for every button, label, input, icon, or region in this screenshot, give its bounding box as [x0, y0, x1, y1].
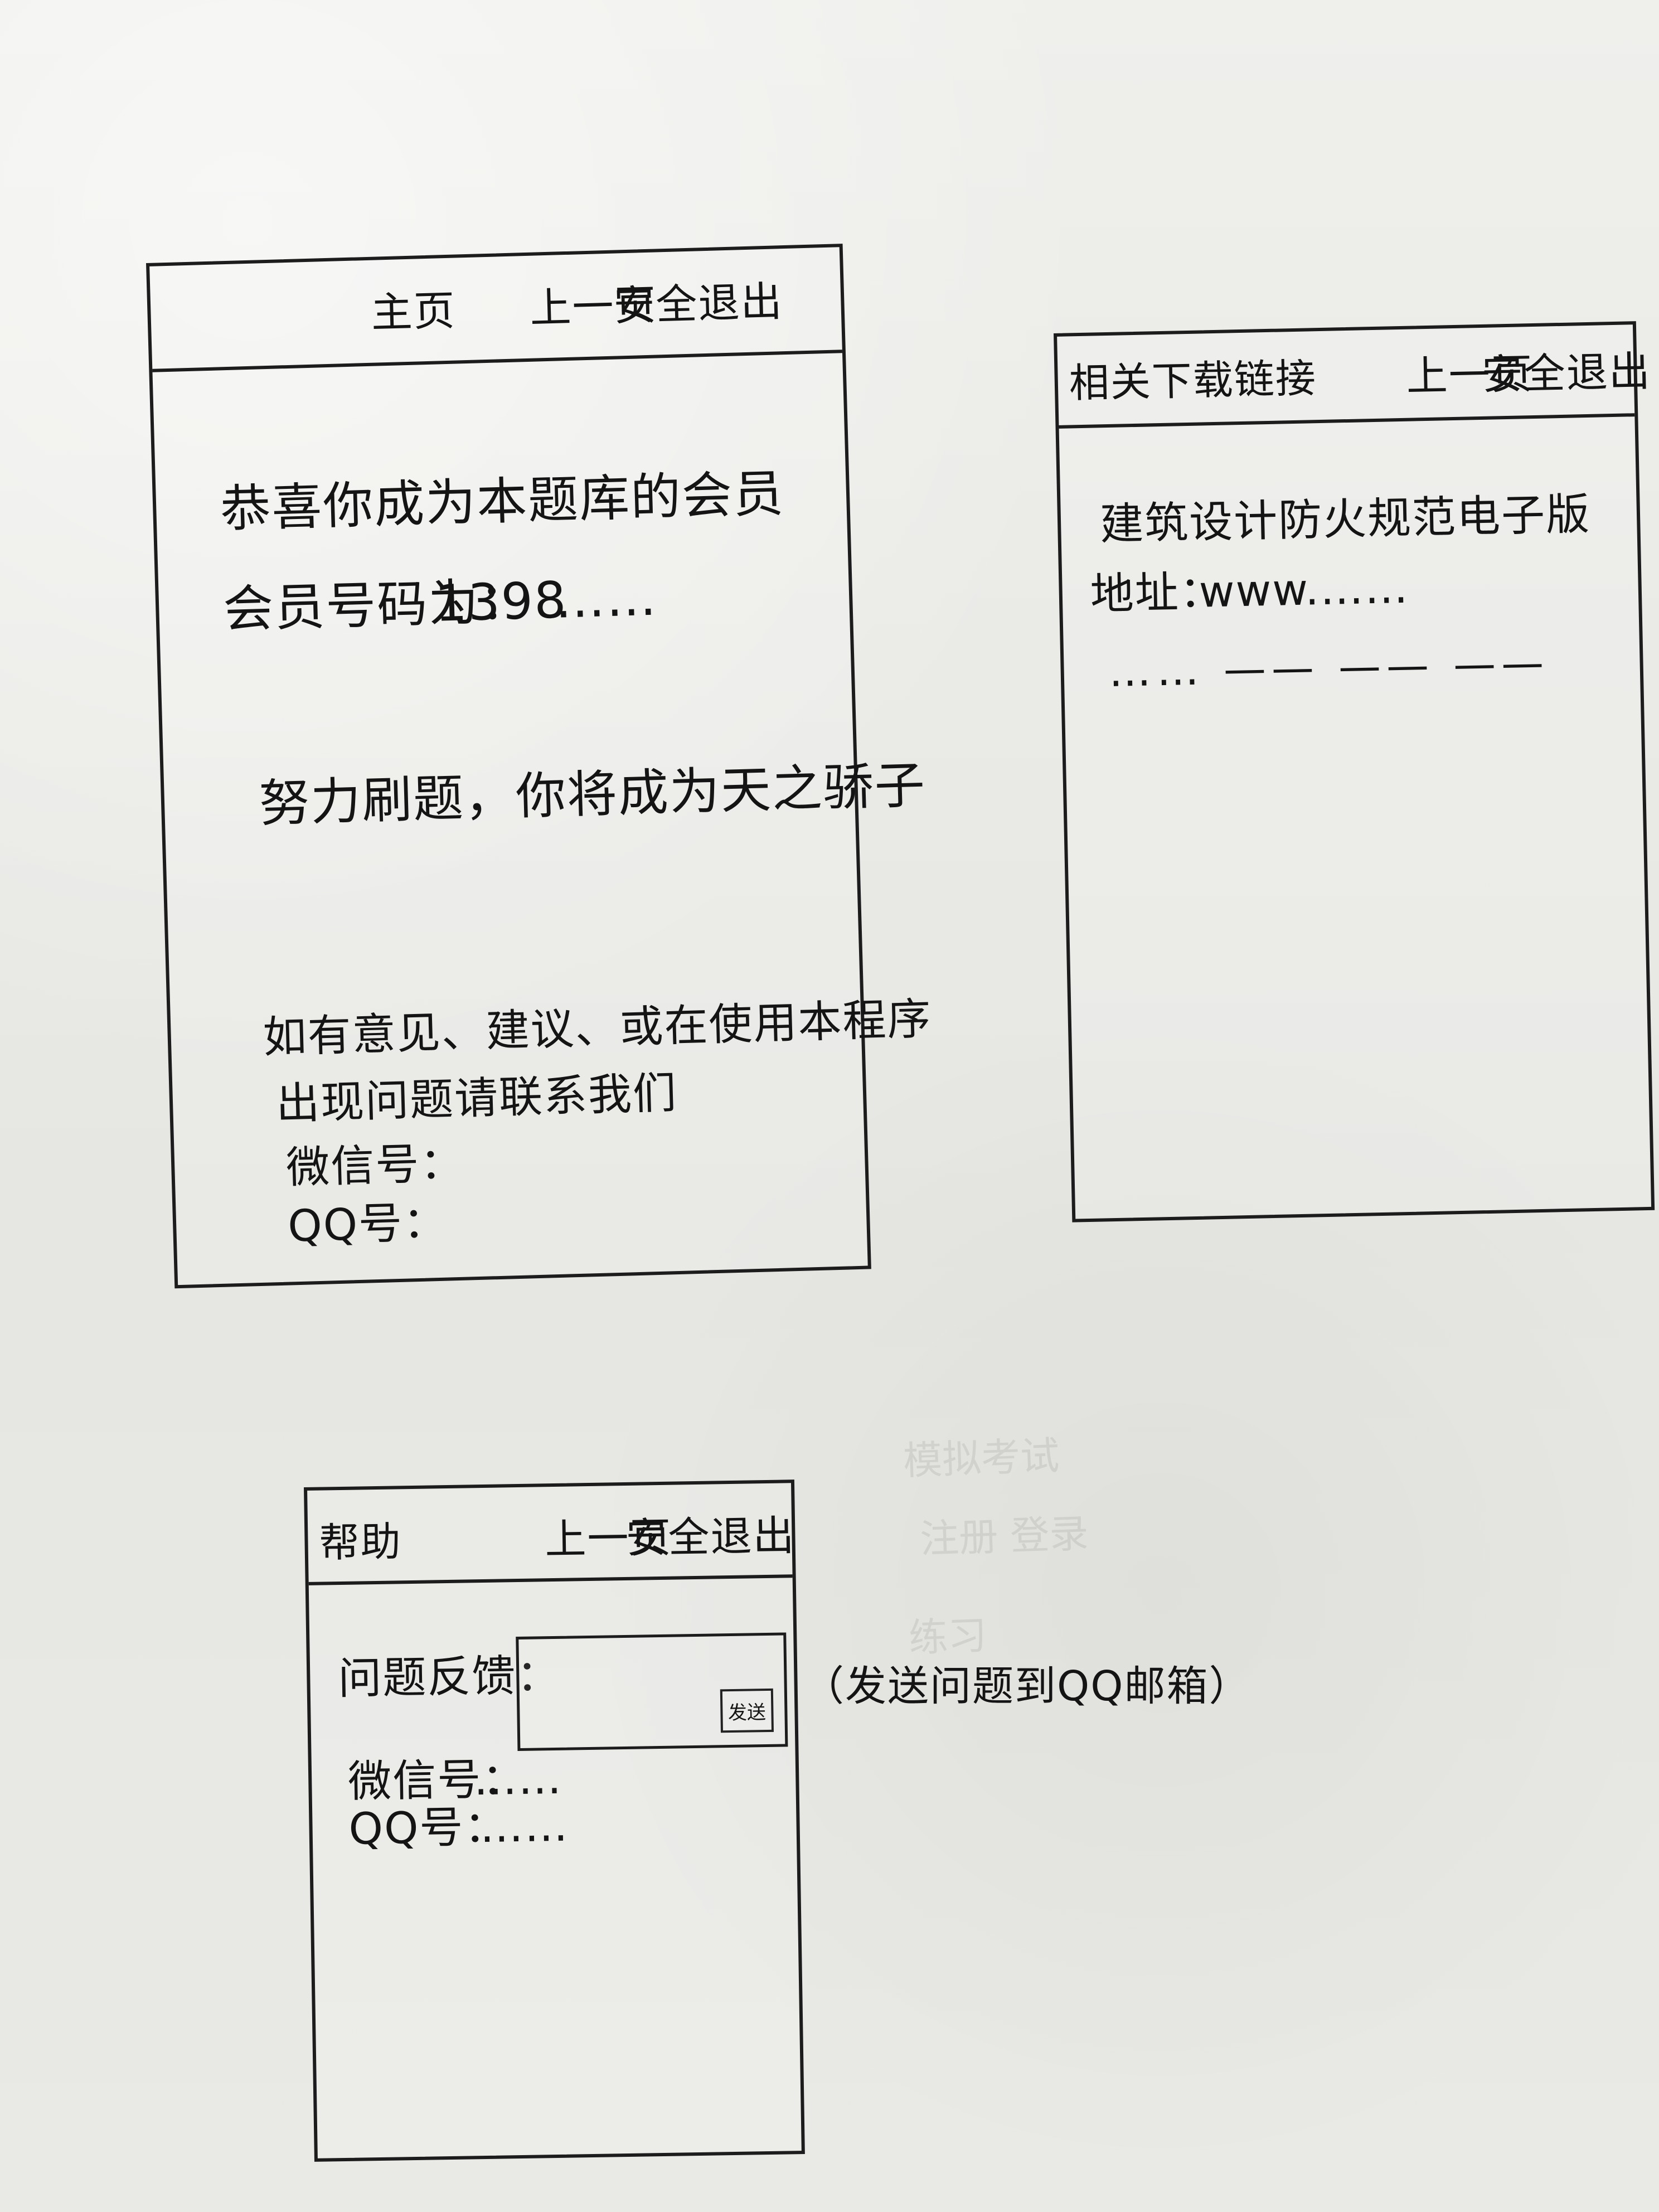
home-screen-sketch: 主页 上一页 安全退出 恭喜你成为本题库的会员 会员号码为： 1398 …… 努… [146, 244, 933, 1289]
qq-label: QQ号： [287, 1197, 449, 1252]
send-annotation: （发送问题到QQ邮箱） [803, 1662, 1251, 1710]
membership-congrats-text: 恭喜你成为本题库的会员 [219, 464, 785, 539]
member-number-ellipsis: …… [554, 568, 658, 630]
member-number-value: 1398 [434, 571, 568, 633]
motto-text: 努力刷题，你将成为天之骄子 [258, 756, 927, 833]
downloads-page-title: 相关下载链接 [1068, 355, 1317, 407]
safe-exit-link[interactable]: 安全退出 [625, 1512, 796, 1563]
safe-exit-link[interactable]: 安全退出 [613, 278, 784, 331]
send-button[interactable]: 发送 [720, 1688, 774, 1733]
download-placeholder-dots: …… —— —— —— [1108, 637, 1550, 697]
download-address-value[interactable]: www.…… [1198, 562, 1410, 618]
download-item-title[interactable]: 建筑设计防火规范电子版 [1099, 489, 1591, 550]
downloads-screen-sketch: 相关下载链接 上一页 安全退出 建筑设计防火规范电子版 地址： www.…… …… [1054, 321, 1655, 1223]
home-nav-link[interactable]: 主页 [370, 287, 457, 337]
feedback-input[interactable]: 发送 [516, 1632, 788, 1752]
help-page-title: 帮助 [318, 1518, 402, 1566]
safe-exit-link[interactable]: 安全退出 [1481, 347, 1652, 399]
help-screen-sketch: 帮助 上一页 安全退出 问题反馈： 发送 微信号： …… QQ号： …… [304, 1479, 805, 2162]
feedback-line-2: 出现问题请联系我们 [275, 1068, 678, 1130]
wechat-label: 微信号： [285, 1138, 465, 1194]
qq-value: …… [479, 1801, 570, 1853]
wechat-value: …… [473, 1753, 563, 1806]
feedback-line-1: 如有意见、建议、或在使用本程序 [262, 994, 933, 1063]
